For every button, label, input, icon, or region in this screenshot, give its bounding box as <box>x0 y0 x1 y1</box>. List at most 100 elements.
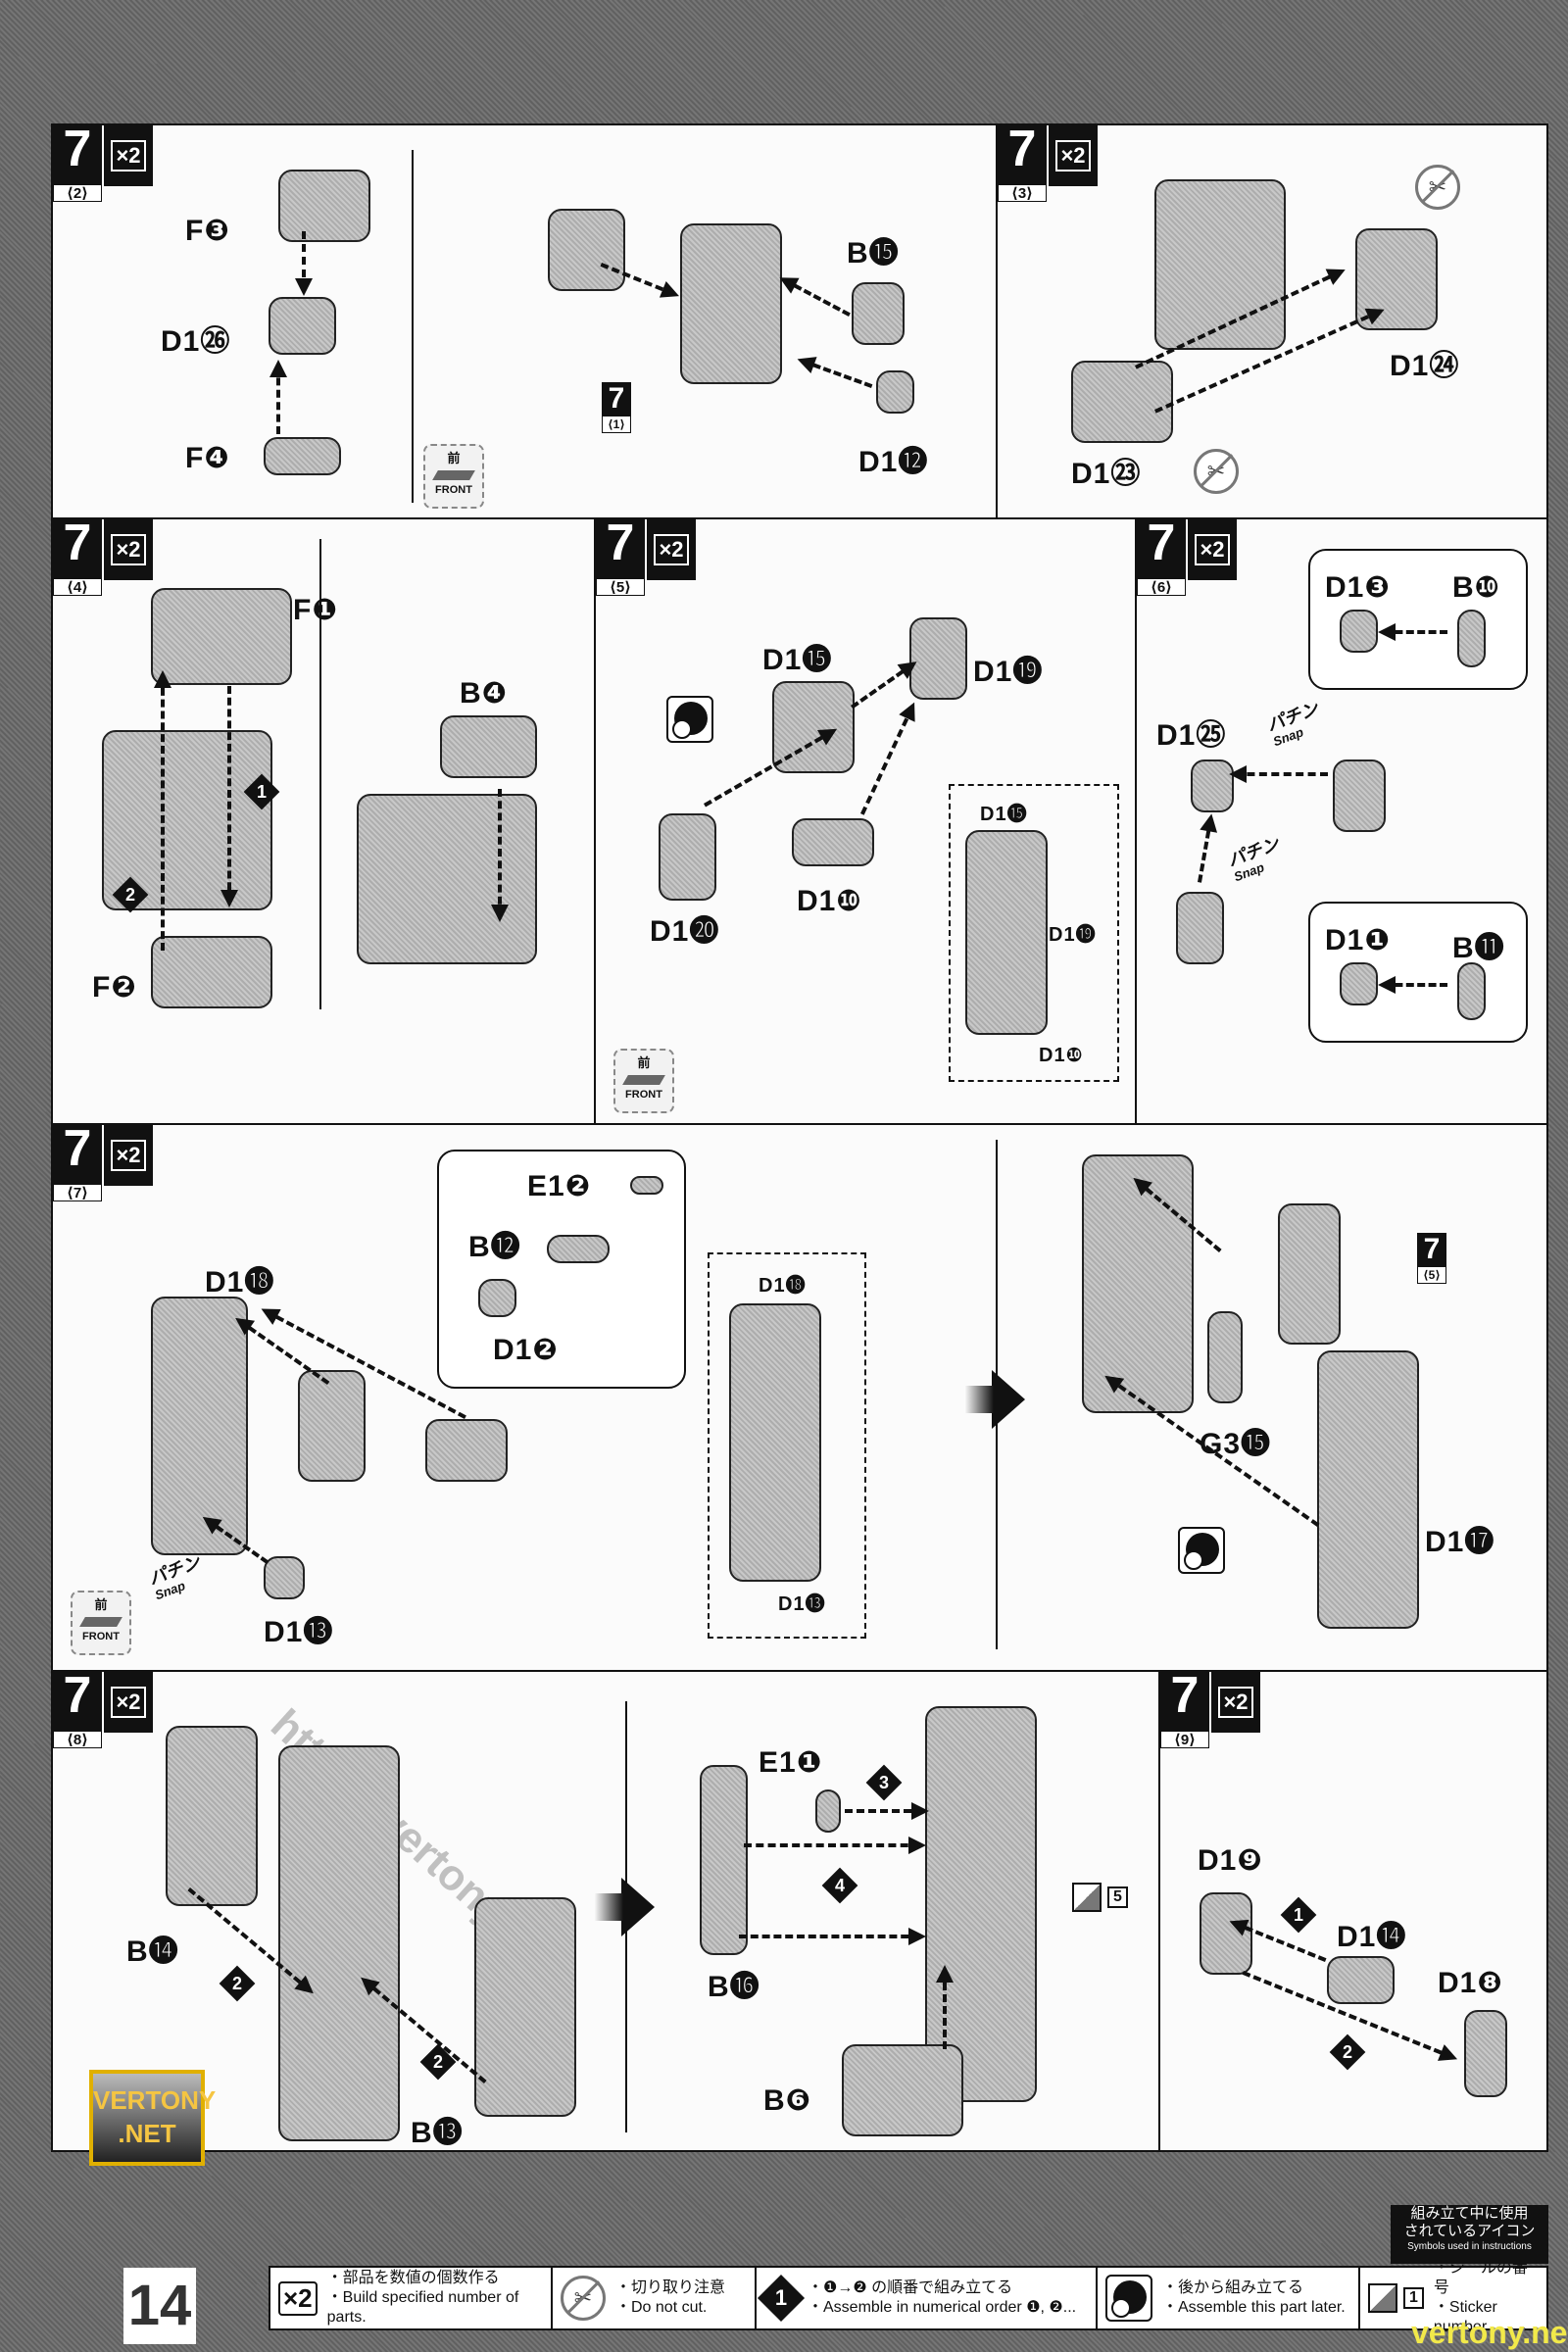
legend-en: ・Do not cut. <box>615 2299 708 2316</box>
assembly-arrow <box>227 686 231 902</box>
part-d1-12 <box>876 370 914 414</box>
part-label: D1⓴ <box>650 915 720 948</box>
sticker-callout: 5 <box>1072 1883 1128 1912</box>
order-1-icon: 1 <box>1280 1896 1317 1934</box>
part-d1-20 <box>659 813 716 901</box>
legend-item-sticker: 1 ・シールの番号・Sticker number <box>1360 2260 1546 2335</box>
step-panel-7-8: 7⟨8⟩×2 B⓮ B⓭ 2 2 B⓰ E1❶ 3 4 5 B❻ <box>51 1670 1160 2152</box>
order-4-icon: 4 <box>821 1867 858 1904</box>
front-arrow-icon <box>79 1617 122 1627</box>
detail-label: D1❿ <box>1039 1045 1084 1066</box>
part-label: D1⓱ <box>1425 1526 1495 1558</box>
multiplier-badge: ×2 <box>1218 1687 1253 1718</box>
assemble-later-icon <box>666 696 713 743</box>
assembly-arrow <box>1198 818 1213 883</box>
front-arrow-icon <box>432 470 475 480</box>
assembly-arrow <box>1235 772 1328 776</box>
part-label: E1❶ <box>759 1746 823 1779</box>
legend-item-order: 1 ・❶→❷ の順番で組み立てる・Assemble in numerical o… <box>757 2268 1098 2328</box>
step-number: 7 <box>1170 1670 1200 1724</box>
detail-assembly <box>729 1303 821 1582</box>
sticker-number: 1 <box>1403 2287 1424 2309</box>
part-d1-13 <box>264 1556 305 1599</box>
ref-step: 7 <box>1423 1233 1441 1265</box>
assembly-leg-result <box>925 1706 1037 2102</box>
assemble-later-icon <box>1178 1527 1225 1574</box>
part-label: D1❷ <box>493 1334 559 1366</box>
multiplier-badge: ×2 <box>111 140 146 172</box>
detail-assembly <box>965 830 1048 1035</box>
part-bracket <box>548 209 625 291</box>
part-d1-14 <box>1327 1956 1395 2004</box>
assembly-arrow <box>943 1971 947 2049</box>
part-claw-mid <box>298 1370 366 1482</box>
step-number: 7 <box>63 123 92 177</box>
front-kanji: 前 <box>447 451 461 466</box>
order-2-icon: 2 <box>1329 2034 1366 2071</box>
part-d1-8 <box>1464 2010 1507 2097</box>
part-label: D1⓬ <box>858 446 929 478</box>
part-label: F❶ <box>293 594 338 626</box>
assembly-arrow <box>276 366 280 434</box>
assembly-arrow <box>1384 983 1447 987</box>
part-b11 <box>1457 962 1486 1020</box>
part-b6 <box>842 2044 963 2136</box>
part-label: F❸ <box>185 215 230 247</box>
part-e1-1 <box>815 1789 841 1833</box>
no-cut-icon: ✂ <box>561 2276 606 2321</box>
result-arrow-icon <box>964 1370 1025 1429</box>
part-g3-15 <box>1207 1311 1243 1403</box>
part-label: B⓬ <box>468 1231 521 1263</box>
substep-number: ⟨2⟩ <box>53 184 102 202</box>
step-panel-7-3: 7⟨3⟩×2 D1㉔ D1㉓ ✂ ✂ <box>996 123 1548 519</box>
part-b14 <box>166 1726 258 1906</box>
assembly-leg <box>278 1745 400 2141</box>
front-arrow-icon <box>622 1075 665 1085</box>
assembly-arrow <box>739 1928 926 1945</box>
symbols-title-en: Symbols used in instructions <box>1407 2241 1532 2252</box>
assembly-arm <box>1082 1154 1194 1413</box>
logo-text-2: .NET <box>118 2119 176 2148</box>
symbols-title-ja-1: 組み立て中に使用 <box>1410 2205 1529 2222</box>
page-number: 14 <box>123 2268 196 2344</box>
part-f2 <box>151 936 272 1008</box>
part-label: B❻ <box>763 2084 812 2117</box>
multiplier-badge: ×2 <box>111 1140 146 1171</box>
step-number: 7 <box>63 1123 92 1177</box>
legend-ja: ・後から組み立てる <box>1162 2279 1304 2296</box>
front-kanji: 前 <box>94 1597 108 1612</box>
assembly-arrow <box>1384 630 1447 634</box>
ref-step: 7 <box>608 382 625 415</box>
multiplier-badge: ×2 <box>1195 534 1230 565</box>
part-b16 <box>700 1765 748 1955</box>
detail-view: D1⓲ D1⓭ <box>708 1252 866 1639</box>
assembly-result <box>357 794 537 964</box>
step-panel-7-9: 7⟨9⟩×2 D1❾ D1⓮ D1❽ 1 2 <box>1158 1670 1548 2152</box>
part-label: D1㉖ <box>161 325 231 358</box>
detail-view: D1⓯ D1⓳ D1❿ <box>949 784 1119 1082</box>
part-d1-18 <box>151 1297 248 1555</box>
step-number: 7 <box>63 1670 92 1724</box>
assemble-later-icon <box>1105 2275 1152 2322</box>
part-d1-3 <box>1340 610 1378 653</box>
part-label: D1⓯ <box>762 644 833 676</box>
part-label: D1⓲ <box>205 1266 275 1298</box>
assembly-arrow <box>498 789 502 916</box>
part-label: F❹ <box>185 442 230 474</box>
legend-ja: ・部品を数値の個数作る <box>326 2270 500 2286</box>
callout-bubble-top: D1❸ B❿ <box>1308 549 1528 690</box>
legend-en: ・Assemble this part later. <box>1162 2299 1346 2316</box>
legend-ja: ・❶→❷ の順番で組み立てる <box>808 2279 1013 2296</box>
part-label: G3⓯ <box>1200 1428 1272 1460</box>
part-b15 <box>852 282 905 345</box>
part-label: E1❷ <box>527 1170 592 1202</box>
part-d1-2 <box>478 1279 516 1317</box>
no-cut-icon: ✂ <box>1415 165 1460 210</box>
detail-label: D1⓯ <box>980 804 1028 825</box>
substep-number: ⟨9⟩ <box>1160 1731 1209 1748</box>
